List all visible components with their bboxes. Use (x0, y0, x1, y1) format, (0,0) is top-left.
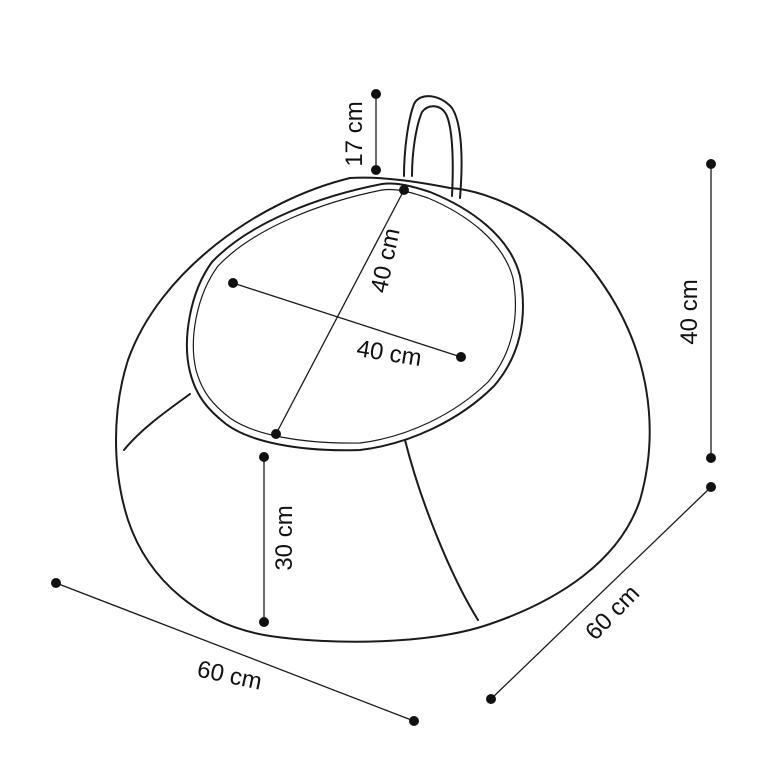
label-handle-height: 17 cm (341, 101, 368, 166)
label-seat-height: 30 cm (271, 505, 298, 570)
dimension-seat-height: 30 cm (259, 452, 298, 627)
carry-handle (403, 95, 463, 199)
front-seam (404, 439, 479, 621)
seat-cushion (185, 182, 524, 452)
label-seat-width: 40 cm (355, 335, 424, 372)
dimension-total-height: 40 cm (676, 159, 716, 463)
label-width: 60 cm (195, 656, 265, 696)
dimension-handle-height: 17 cm (341, 89, 381, 175)
label-seat-depth: 40 cm (366, 226, 406, 296)
dimension-depth: 60 cm (486, 482, 716, 704)
bean-bag-body (115, 176, 651, 643)
dimension-seat-depth: 40 cm (271, 185, 409, 439)
label-total-height: 40 cm (676, 279, 703, 344)
dimension-width: 60 cm (51, 578, 419, 726)
label-depth: 60 cm (580, 580, 645, 646)
dimension-seat-width: 40 cm (228, 278, 466, 372)
left-seam (123, 393, 191, 451)
